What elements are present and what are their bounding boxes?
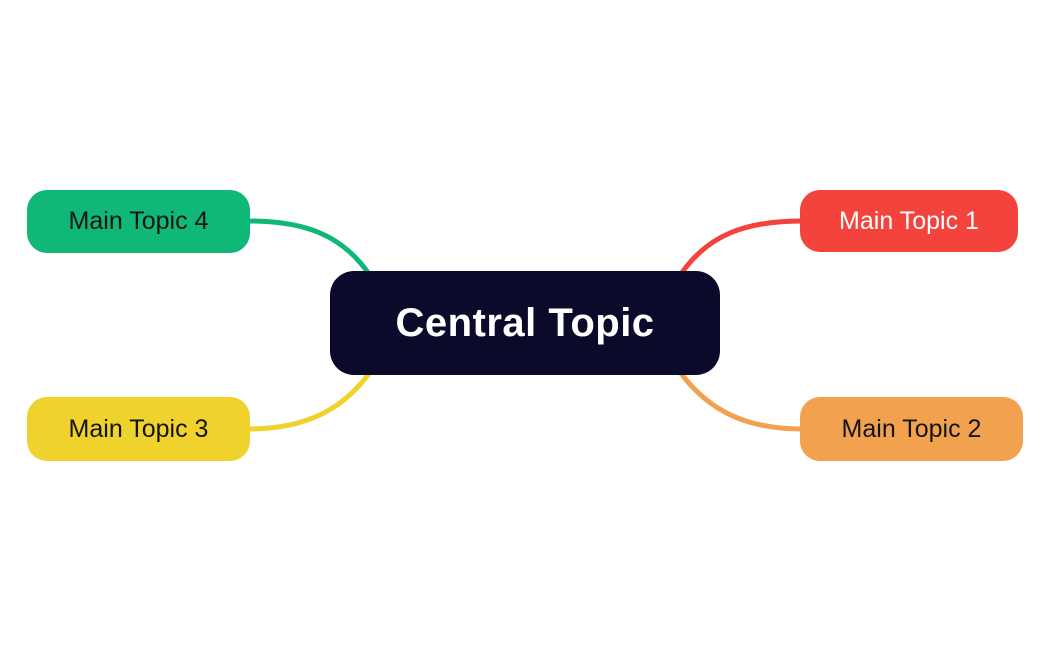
- topic-label: Main Topic 2: [841, 414, 982, 443]
- central-topic-node[interactable]: Central Topic: [330, 271, 720, 375]
- central-topic-label: Central Topic: [395, 300, 655, 345]
- topic-label: Main Topic 4: [68, 207, 209, 235]
- topic-node-main-topic-2[interactable]: Main Topic 2: [800, 397, 1023, 461]
- topic-node-main-topic-1[interactable]: Main Topic 1: [800, 190, 1018, 252]
- topic-node-main-topic-4[interactable]: Main Topic 4: [27, 190, 250, 253]
- connector-central-to-topic-3: [245, 369, 373, 432]
- topic-label: Main Topic 1: [839, 206, 979, 235]
- topic-node-main-topic-3[interactable]: Main Topic 3: [27, 397, 250, 461]
- connector-central-to-topic-2: [677, 369, 805, 432]
- connector-central-to-topic-4: [245, 218, 372, 277]
- topic-label: Main Topic 3: [68, 414, 209, 443]
- connector-central-to-topic-1: [678, 218, 805, 277]
